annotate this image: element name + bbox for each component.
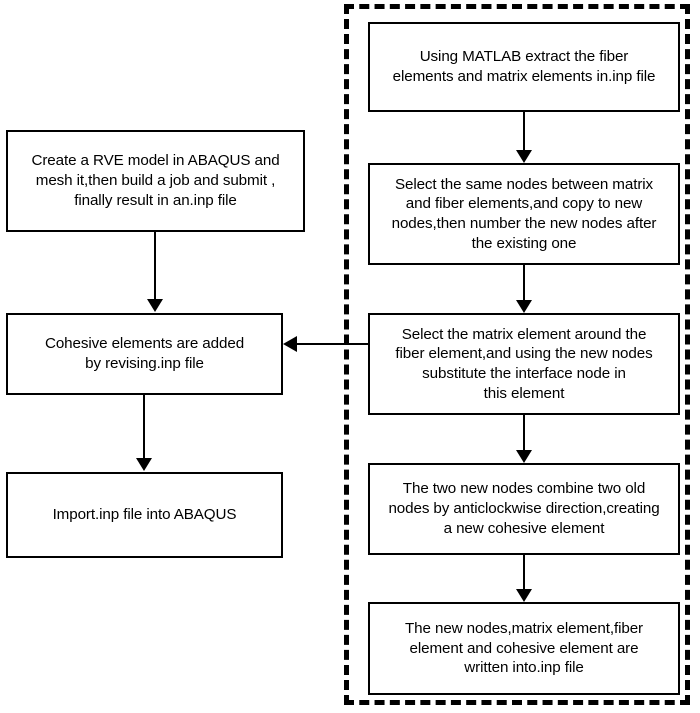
node-create-rve-model-label: Create a RVE model in ABAQUS and mesh it…: [31, 152, 280, 209]
connector-left-1-to-2-arrowhead: [147, 299, 163, 312]
node-create-rve-model[interactable]: Create a RVE model in ABAQUS and mesh it…: [6, 130, 305, 232]
node-write-inp-file[interactable]: The new nodes,matrix element,fiber eleme…: [368, 602, 680, 695]
connector-right-3-to-4-line: [523, 415, 525, 450]
node-cohesive-elements-added-label: Cohesive elements are added by revising.…: [44, 335, 245, 372]
node-combine-nodes-label: The two new nodes combine two old nodes …: [388, 480, 660, 537]
connector-right-4-to-5-arrowhead: [516, 589, 532, 602]
node-import-inp-file[interactable]: Import.inp file into ABAQUS: [6, 472, 283, 558]
node-select-same-nodes-label: Select the same nodes between matrix and…: [391, 175, 657, 252]
node-select-matrix-element[interactable]: Select the matrix element around the fib…: [368, 313, 680, 415]
connector-right-1-to-2-line: [523, 112, 525, 150]
node-cohesive-elements-added[interactable]: Cohesive elements are added by revising.…: [6, 313, 283, 395]
connector-left-2-to-3-line: [143, 395, 145, 459]
connector-right-2-to-3-arrowhead: [516, 300, 532, 313]
node-import-inp-file-label: Import.inp file into ABAQUS: [52, 506, 237, 524]
matlab-process-group-boundary: [344, 4, 690, 705]
connector-cross-line: [295, 343, 368, 345]
connector-left-1-to-2-line: [154, 232, 156, 300]
connector-right-3-to-4-arrowhead: [516, 450, 532, 463]
node-combine-nodes[interactable]: The two new nodes combine two old nodes …: [368, 463, 680, 555]
node-write-inp-file-label: The new nodes,matrix element,fiber eleme…: [404, 619, 644, 677]
connector-right-2-to-3-line: [523, 265, 525, 300]
node-select-matrix-element-label: Select the matrix element around the fib…: [395, 325, 653, 402]
connector-right-1-to-2-arrowhead: [516, 150, 532, 163]
connector-left-2-to-3-arrowhead: [136, 458, 152, 471]
node-select-same-nodes[interactable]: Select the same nodes between matrix and…: [368, 163, 680, 265]
node-matlab-extract[interactable]: Using MATLAB extract the fiber elements …: [368, 22, 680, 112]
connector-cross-arrowhead: [283, 336, 297, 352]
connector-right-4-to-5-line: [523, 555, 525, 589]
node-matlab-extract-label: Using MATLAB extract the fiber elements …: [392, 48, 656, 85]
